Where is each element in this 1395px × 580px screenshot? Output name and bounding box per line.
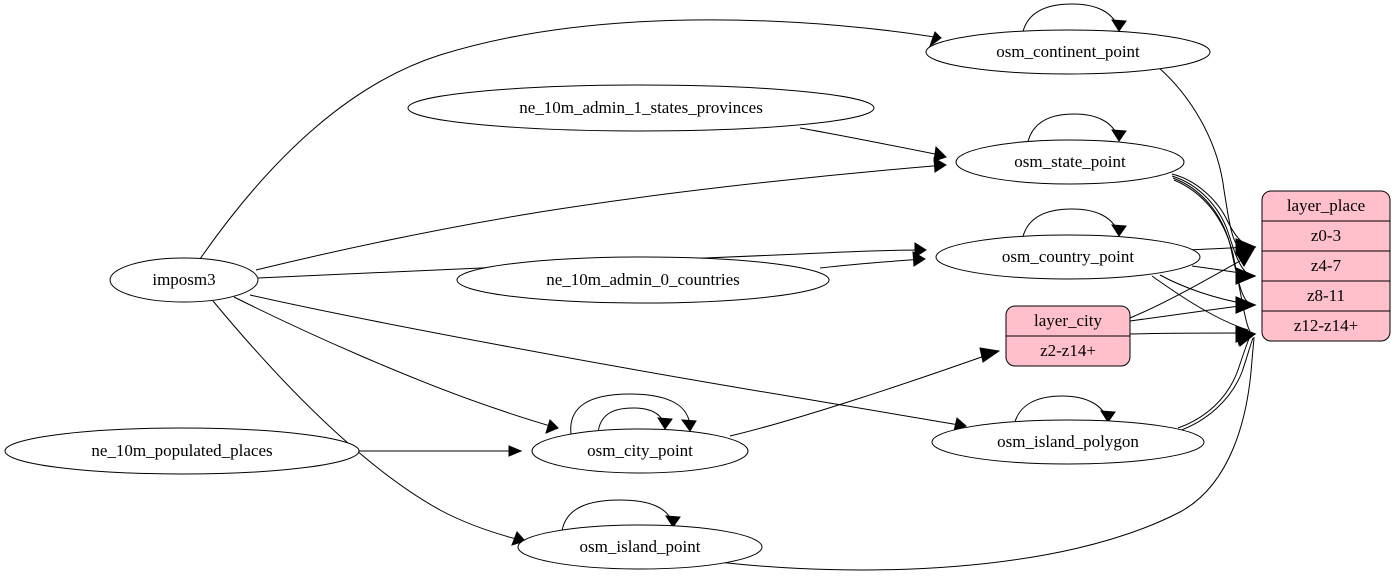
- arrowhead: [1235, 296, 1257, 314]
- arrowhead: [979, 347, 1001, 363]
- edge-layer-city-to-layer-place-z12-z14: [1129, 332, 1248, 335]
- arrowhead: [657, 417, 673, 430]
- arrowhead: [1235, 331, 1257, 347]
- node-osm-continent-point-shape[interactable]: [925, 29, 1211, 75]
- arrowhead: [545, 419, 559, 434]
- edge-osm-state-point-to-layer-place-z4-7: [1171, 175, 1248, 274]
- node-ne-10m-populated-places[interactable]: ne_10m_populated_places: [4, 427, 360, 475]
- edge-imposm3-to-osm-continent-point: [199, 19, 942, 260]
- arrowhead: [928, 31, 942, 48]
- arrowhead: [912, 251, 926, 267]
- node-ne-populated-shape[interactable]: [4, 427, 360, 475]
- node-osm-country-point[interactable]: osm_country_point: [935, 234, 1201, 280]
- edge-osm-island-polygon-to-layer-place-z12-z14-a: [1177, 335, 1251, 429]
- edge-osm-city-point-self-loop-outer: [570, 393, 691, 435]
- arrowhead: [1111, 19, 1127, 32]
- edge-imposm3-to-osm-island-point: [212, 300, 525, 542]
- node-osm-city-point-shape[interactable]: [531, 428, 749, 474]
- edge-osm-state-point-to-layer-place-z12-z14: [1173, 179, 1251, 332]
- edge-osm-island-point-to-layer-place-z12-z14: [717, 336, 1255, 571]
- arrowhead: [933, 157, 947, 173]
- arrowhead: [665, 515, 681, 528]
- edge-osm-state-point-self-loop: [1026, 113, 1120, 147]
- edge-imposm3-to-osm-city-point: [233, 296, 558, 429]
- arrowhead: [1235, 267, 1257, 285]
- node-layer: imposm3 ne_10m_admin_1_states_provinces …: [4, 29, 1211, 570]
- node-osm-continent-point[interactable]: osm_continent_point: [925, 29, 1211, 75]
- record-layer-city[interactable]: layer_city z2-z14+: [1005, 305, 1131, 367]
- arrowhead: [508, 445, 523, 457]
- node-osm-island-point[interactable]: osm_island_point: [517, 524, 763, 570]
- arrowhead: [1100, 410, 1116, 423]
- arrowhead: [1111, 129, 1127, 142]
- edge-imposm3-to-osm-island-polygon: [249, 294, 966, 427]
- node-imposm3[interactable]: imposm3: [109, 257, 259, 303]
- node-imposm3-shape[interactable]: [109, 257, 259, 303]
- edge-osm-island-polygon-to-layer-place-z12-z14-b: [1175, 337, 1254, 433]
- edge-osm-city-point-to-layer-city: [729, 353, 991, 437]
- node-osm-city-point[interactable]: osm_city_point: [531, 428, 749, 474]
- record-layer-place[interactable]: layer_place z0-3 z4-7 z8-11 z12-z14+: [1261, 190, 1391, 342]
- edge-ne-countries-to-osm-country-point: [819, 258, 925, 269]
- node-ne-countries-shape[interactable]: [456, 256, 830, 304]
- node-osm-island-point-shape[interactable]: [517, 524, 763, 570]
- arrowhead: [1111, 224, 1127, 237]
- node-ne-10m-admin-0-countries[interactable]: ne_10m_admin_0_countries: [456, 256, 830, 304]
- node-osm-country-point-shape[interactable]: [935, 234, 1201, 280]
- edge-layer-city-to-layer-place-z0-3: [1129, 256, 1248, 319]
- arrowhead: [1235, 246, 1257, 267]
- edge-osm-country-point-to-layer-place-z8-11: [1159, 274, 1248, 305]
- edge-imposm3-to-osm-state-point: [255, 164, 946, 271]
- record-layer-place-body[interactable]: [1261, 190, 1391, 342]
- edge-osm-island-point-self-loop: [561, 499, 674, 532]
- node-osm-island-polygon[interactable]: osm_island_polygon: [931, 419, 1205, 465]
- node-osm-state-point-shape[interactable]: [955, 139, 1185, 185]
- node-osm-state-point[interactable]: osm_state_point: [955, 139, 1185, 185]
- node-ne-states-shape[interactable]: [407, 84, 875, 132]
- edge-layer-city-to-layer-place-z8-11: [1129, 304, 1248, 322]
- edge-osm-country-point-self-loop: [1021, 208, 1120, 242]
- arrowhead: [680, 419, 697, 432]
- node-osm-island-polygon-shape[interactable]: [931, 419, 1205, 465]
- node-ne-10m-admin-1-states-provinces[interactable]: ne_10m_admin_1_states_provinces: [407, 84, 875, 132]
- edge-osm-continent-point-to-layer-place-z0-3: [1157, 66, 1239, 247]
- edge-layer: [199, 3, 1257, 571]
- arrowhead: [933, 145, 947, 162]
- edge-ne-states-to-osm-state-point: [799, 127, 946, 157]
- edge-osm-island-polygon-self-loop: [1013, 395, 1109, 427]
- edge-osm-country-point-to-layer-place-z12-z14: [1151, 275, 1249, 331]
- edge-osm-continent-point-self-loop: [1021, 3, 1120, 37]
- arrowhead: [914, 242, 927, 258]
